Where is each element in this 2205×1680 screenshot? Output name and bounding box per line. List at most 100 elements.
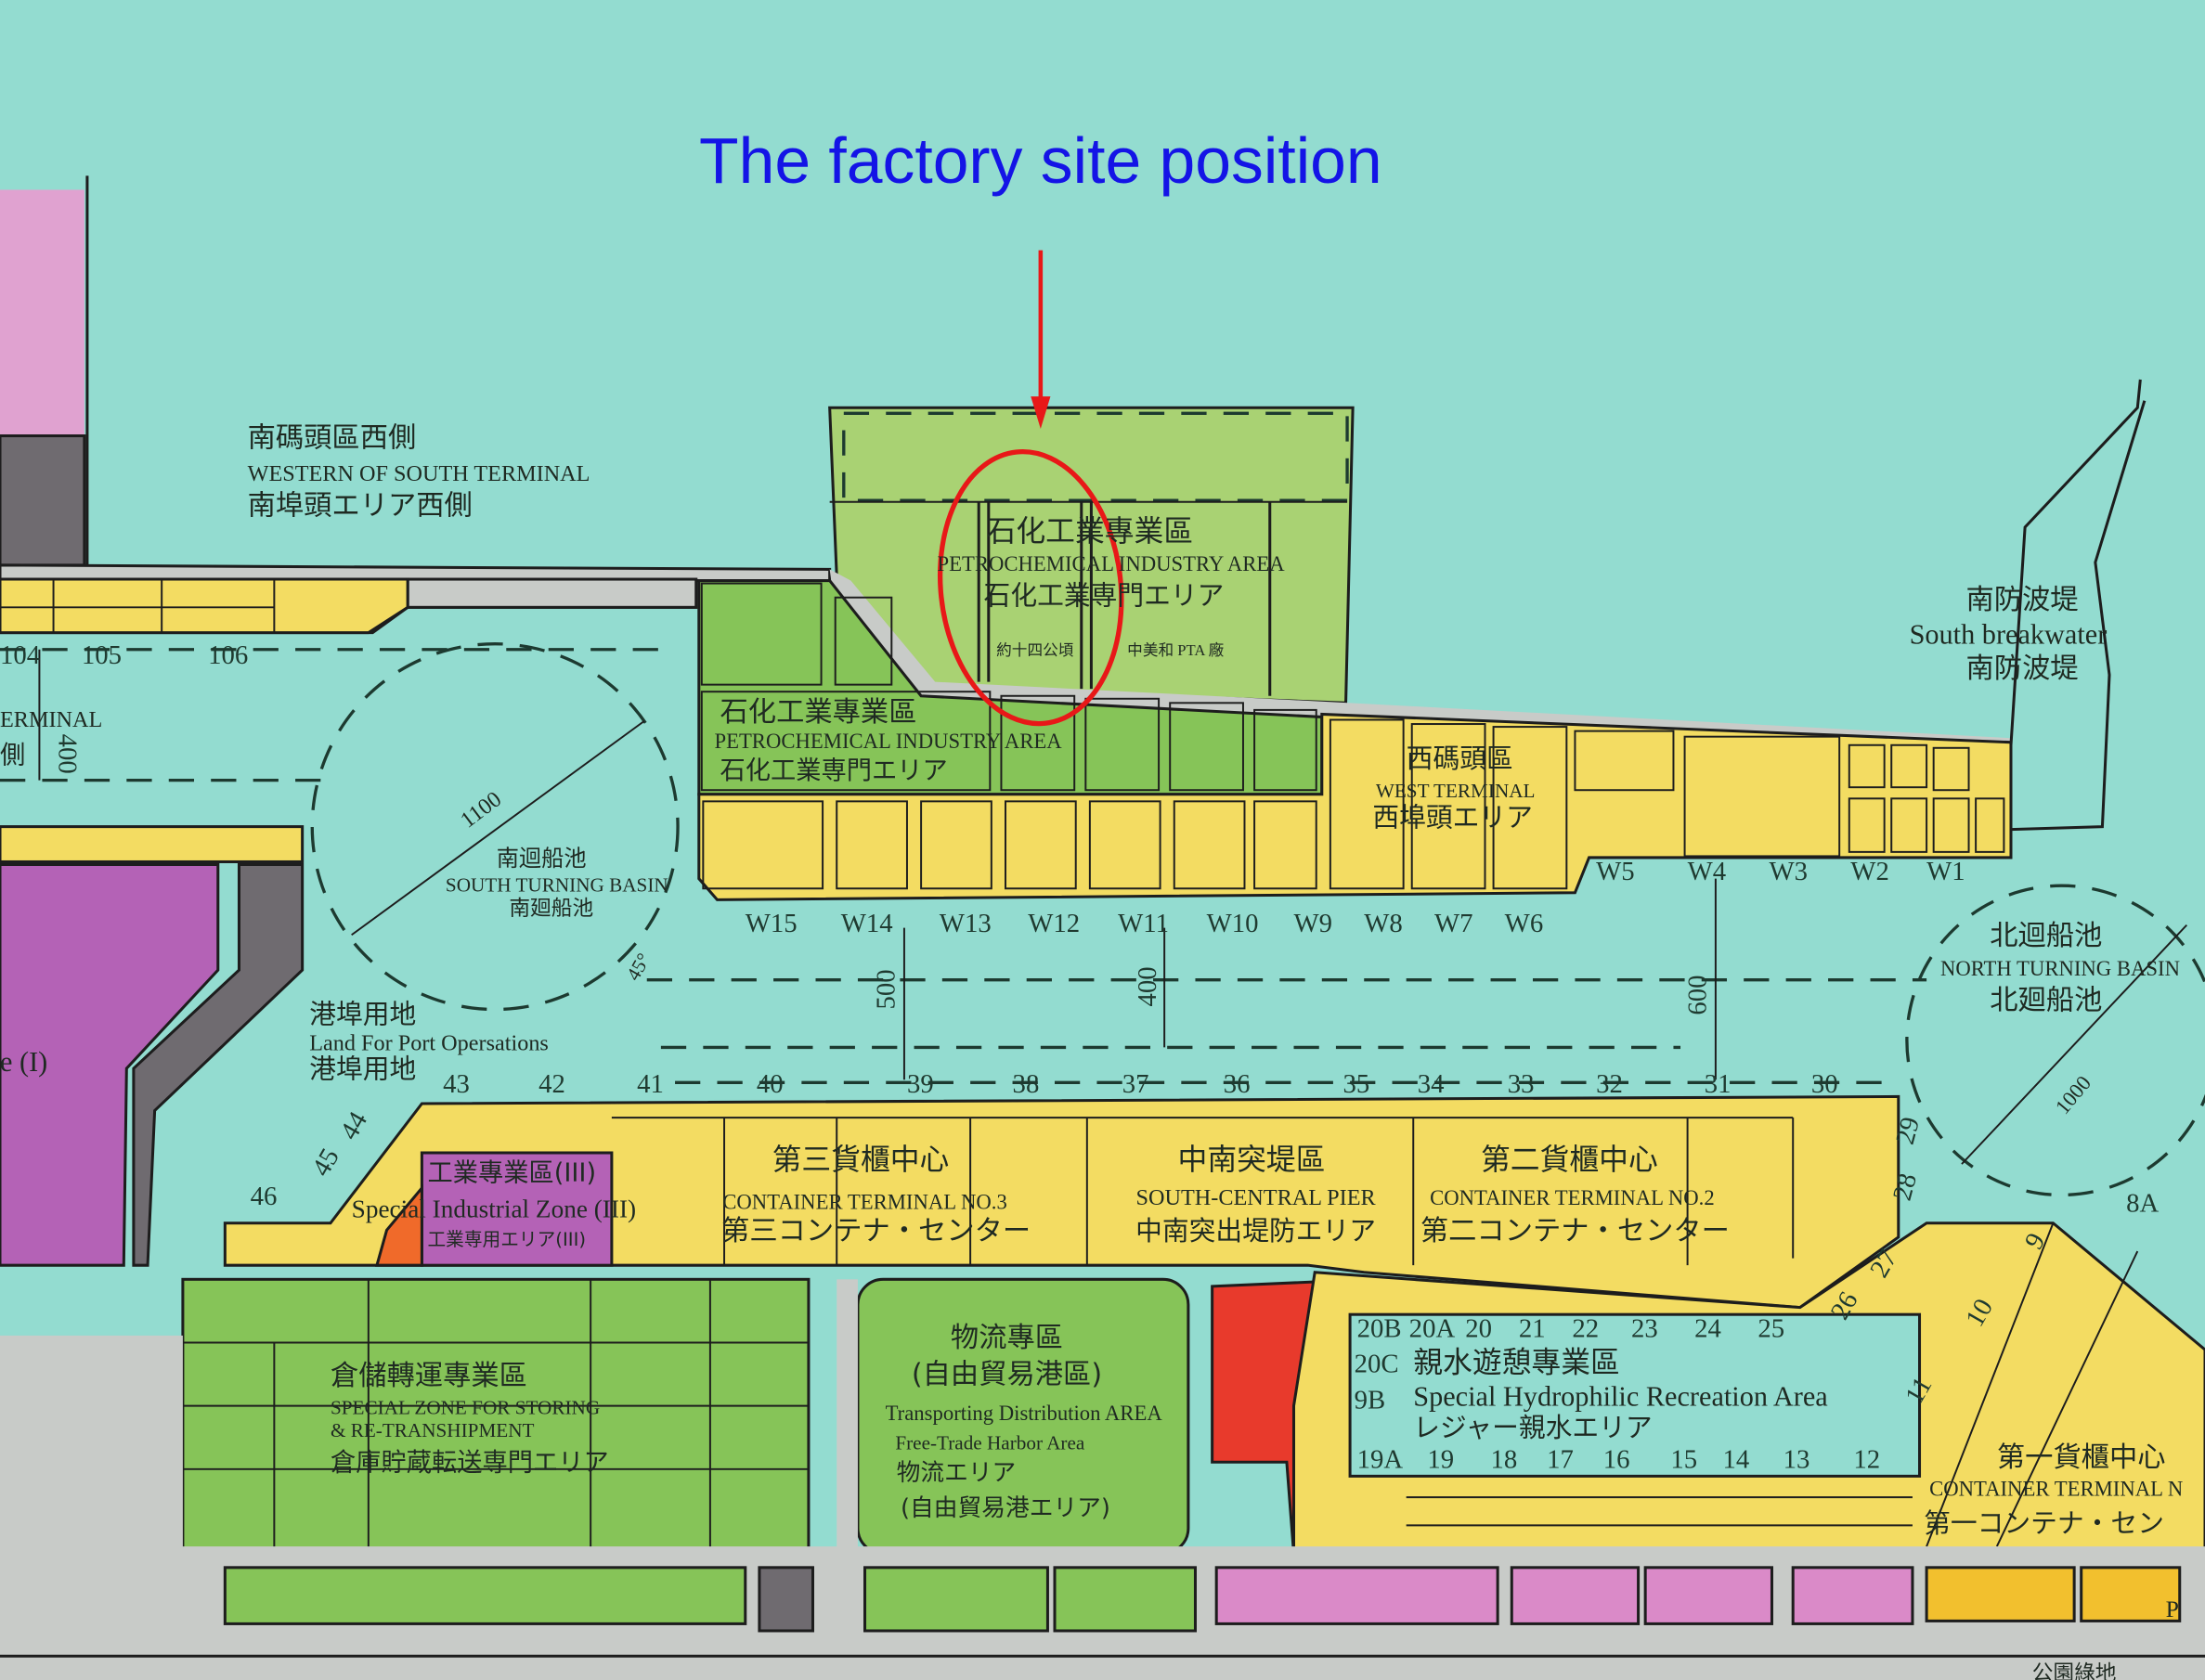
label-logistics-zone: 物流專區 (自由貿易港區) Transporting Distribution … — [886, 1322, 1163, 1522]
svg-text:側: 側 — [0, 741, 25, 769]
label-south-terminal-west: 南碼頭區西側 WESTERN OF SOUTH TERMINAL 南埠頭エリア西… — [248, 422, 590, 523]
road-logistics — [837, 1279, 858, 1554]
svg-text:32: 32 — [1596, 1069, 1623, 1099]
svg-text:WEST TERMINAL: WEST TERMINAL — [1376, 780, 1536, 802]
pink-strip-plots — [1214, 1566, 1914, 1625]
partial-labels: ERMINAL 側 e (I) 公園綠地 P — [0, 707, 2179, 1680]
storage-zone — [181, 1277, 811, 1556]
svg-text:500: 500 — [871, 969, 901, 1009]
svg-text:PETROCHEMICAL INDUSTRY AREA: PETROCHEMICAL INDUSTRY AREA — [937, 552, 1285, 575]
svg-text:22: 22 — [1572, 1313, 1599, 1343]
label-container-terminal-2: 第二貨櫃中心 CONTAINER TERMINAL NO.2 第二コンテナ・セン… — [1420, 1143, 1730, 1247]
svg-text:石化工業專業區: 石化工業專業區 — [987, 514, 1194, 549]
label-storage-zone: 倉儲轉運專業區 SPECIAL ZONE FOR STORING & RE-TR… — [331, 1360, 609, 1477]
svg-text:約十四公頃: 約十四公頃 — [996, 641, 1074, 659]
channel-dashed-lines — [0, 648, 1927, 1084]
svg-text:第三貨櫃中心: 第三貨櫃中心 — [772, 1143, 950, 1177]
label-recreation-area: 親水遊憩專業區 Special Hydrophilic Recreation A… — [1413, 1345, 1828, 1443]
distance-lines — [38, 649, 1717, 1080]
svg-text:W6: W6 — [1505, 909, 1544, 938]
svg-text:31: 31 — [1705, 1069, 1732, 1099]
special-industrial-zone-1 — [0, 862, 220, 1267]
svg-text:34: 34 — [1418, 1069, 1445, 1099]
svg-text:105: 105 — [82, 640, 122, 670]
special-industrial-zone-3 — [420, 1151, 614, 1267]
svg-text:SOUTH TURNING BASIN: SOUTH TURNING BASIN — [446, 873, 668, 896]
orange-strip-plots — [1925, 1566, 2182, 1622]
svg-text:W11: W11 — [1118, 909, 1169, 938]
port-operations-land — [132, 862, 305, 1267]
svg-text:石化工業専門エリア: 石化工業専門エリア — [984, 579, 1225, 611]
svg-text:37: 37 — [1122, 1069, 1149, 1099]
svg-text:(自由貿易港區): (自由貿易港區) — [912, 1358, 1102, 1390]
svg-text:ERMINAL: ERMINAL — [0, 707, 102, 732]
grey-plot — [406, 577, 698, 609]
svg-text:CONTAINER TERMINAL NO.3: CONTAINER TERMINAL NO.3 — [722, 1191, 1007, 1214]
svg-text:公園綠地: 公園綠地 — [2032, 1661, 2117, 1680]
west-terminal-plots — [702, 718, 2005, 890]
svg-text:33: 33 — [1508, 1069, 1535, 1099]
svg-text:106: 106 — [208, 640, 248, 670]
svg-text:PETROCHEMICAL INDUSTRY AREA: PETROCHEMICAL INDUSTRY AREA — [714, 730, 1062, 753]
svg-text:Special Industrial Zone (III): Special Industrial Zone (III) — [352, 1195, 636, 1223]
diameter-line-north — [1961, 924, 2188, 1165]
svg-text:400: 400 — [53, 734, 83, 774]
svg-text:16: 16 — [1603, 1444, 1630, 1474]
svg-text:400: 400 — [1133, 966, 1162, 1006]
svg-text:12: 12 — [1853, 1444, 1880, 1474]
svg-text:南廻船池: 南廻船池 — [509, 897, 593, 921]
svg-text:W7: W7 — [1434, 909, 1473, 938]
svg-text:南埠頭エリア西側: 南埠頭エリア西側 — [248, 489, 473, 522]
svg-text:Land For Port Opersations: Land For Port Opersations — [309, 1030, 549, 1055]
svg-text:Special Hydrophilic Recreation: Special Hydrophilic Recreation Area — [1413, 1381, 1828, 1413]
svg-text:中南突出堤防エリア: 中南突出堤防エリア — [1135, 1215, 1376, 1247]
svg-text:SPECIAL ZONE FOR STORING: SPECIAL ZONE FOR STORING — [331, 1397, 600, 1419]
storage-plot-lines — [182, 1279, 809, 1554]
svg-text:南防波堤: 南防波堤 — [1966, 653, 2079, 685]
svg-text:W8: W8 — [1364, 909, 1403, 938]
label-special-industrial-zone-3: 工業專業區(III) Special Industrial Zone (III)… — [352, 1158, 636, 1250]
svg-text:600: 600 — [1682, 975, 1712, 1014]
svg-text:第一貨櫃中心: 第一貨櫃中心 — [1997, 1441, 2166, 1474]
svg-text:W14: W14 — [841, 909, 893, 938]
svg-text:(自由貿易港エリア): (自由貿易港エリア) — [901, 1494, 1110, 1522]
svg-text:W15: W15 — [746, 909, 798, 938]
green-strip-plots — [223, 1566, 1197, 1633]
label-container-terminal-1: 第一貨櫃中心 CONTAINER TERMINAL N 第一コンテナ・セン — [1924, 1441, 2183, 1539]
label-south-turning-basin: 南迴船池 SOUTH TURNING BASIN 南廻船池 1100 45° — [446, 786, 668, 984]
svg-text:CONTAINER TERMINAL NO.2: CONTAINER TERMINAL NO.2 — [1430, 1186, 1715, 1209]
svg-text:46: 46 — [251, 1182, 278, 1211]
svg-text:倉儲轉運專業區: 倉儲轉運專業區 — [331, 1360, 527, 1392]
svg-text:20C: 20C — [1355, 1349, 1399, 1378]
svg-text:40: 40 — [757, 1069, 784, 1099]
svg-text:W1: W1 — [1926, 857, 1965, 886]
svg-text:8A: 8A — [2126, 1189, 2159, 1219]
label-south-central-pier: 中南突堤區 SOUTH-CENTRAL PIER 中南突出堤防エリア — [1135, 1143, 1376, 1247]
svg-text:25: 25 — [1758, 1313, 1784, 1343]
svg-text:104: 104 — [0, 640, 40, 670]
pier-plot-lines — [611, 1117, 1795, 1266]
svg-text:20A: 20A — [1409, 1313, 1456, 1343]
svg-text:CONTAINER TERMINAL N: CONTAINER TERMINAL N — [1929, 1478, 2183, 1501]
svg-text:35: 35 — [1343, 1069, 1370, 1099]
svg-text:W9: W9 — [1293, 909, 1332, 938]
svg-text:W3: W3 — [1769, 857, 1808, 886]
svg-text:南迴船池: 南迴船池 — [497, 846, 587, 872]
svg-text:北迴船池: 北迴船池 — [1990, 920, 2102, 952]
svg-text:21: 21 — [1519, 1313, 1546, 1343]
svg-text:14: 14 — [1722, 1444, 1749, 1474]
berth-labels-south-west: 104 105 106 — [0, 640, 248, 670]
svg-text:南碼頭區西側: 南碼頭區西側 — [248, 422, 417, 455]
yellow-strip-left — [0, 825, 305, 863]
svg-text:W2: W2 — [1850, 857, 1889, 886]
svg-text:WESTERN OF SOUTH TERMINAL: WESTERN OF SOUTH TERMINAL — [248, 461, 590, 486]
label-petrochemical-upper: 石化工業專業區 PETROCHEMICAL INDUSTRY AREA 石化工業… — [937, 514, 1285, 659]
svg-text:41: 41 — [637, 1069, 664, 1099]
road-petrochemical — [829, 569, 2011, 748]
south-turning-basin — [310, 642, 680, 1012]
svg-text:43: 43 — [443, 1069, 470, 1099]
svg-text:P: P — [2166, 1596, 2179, 1622]
